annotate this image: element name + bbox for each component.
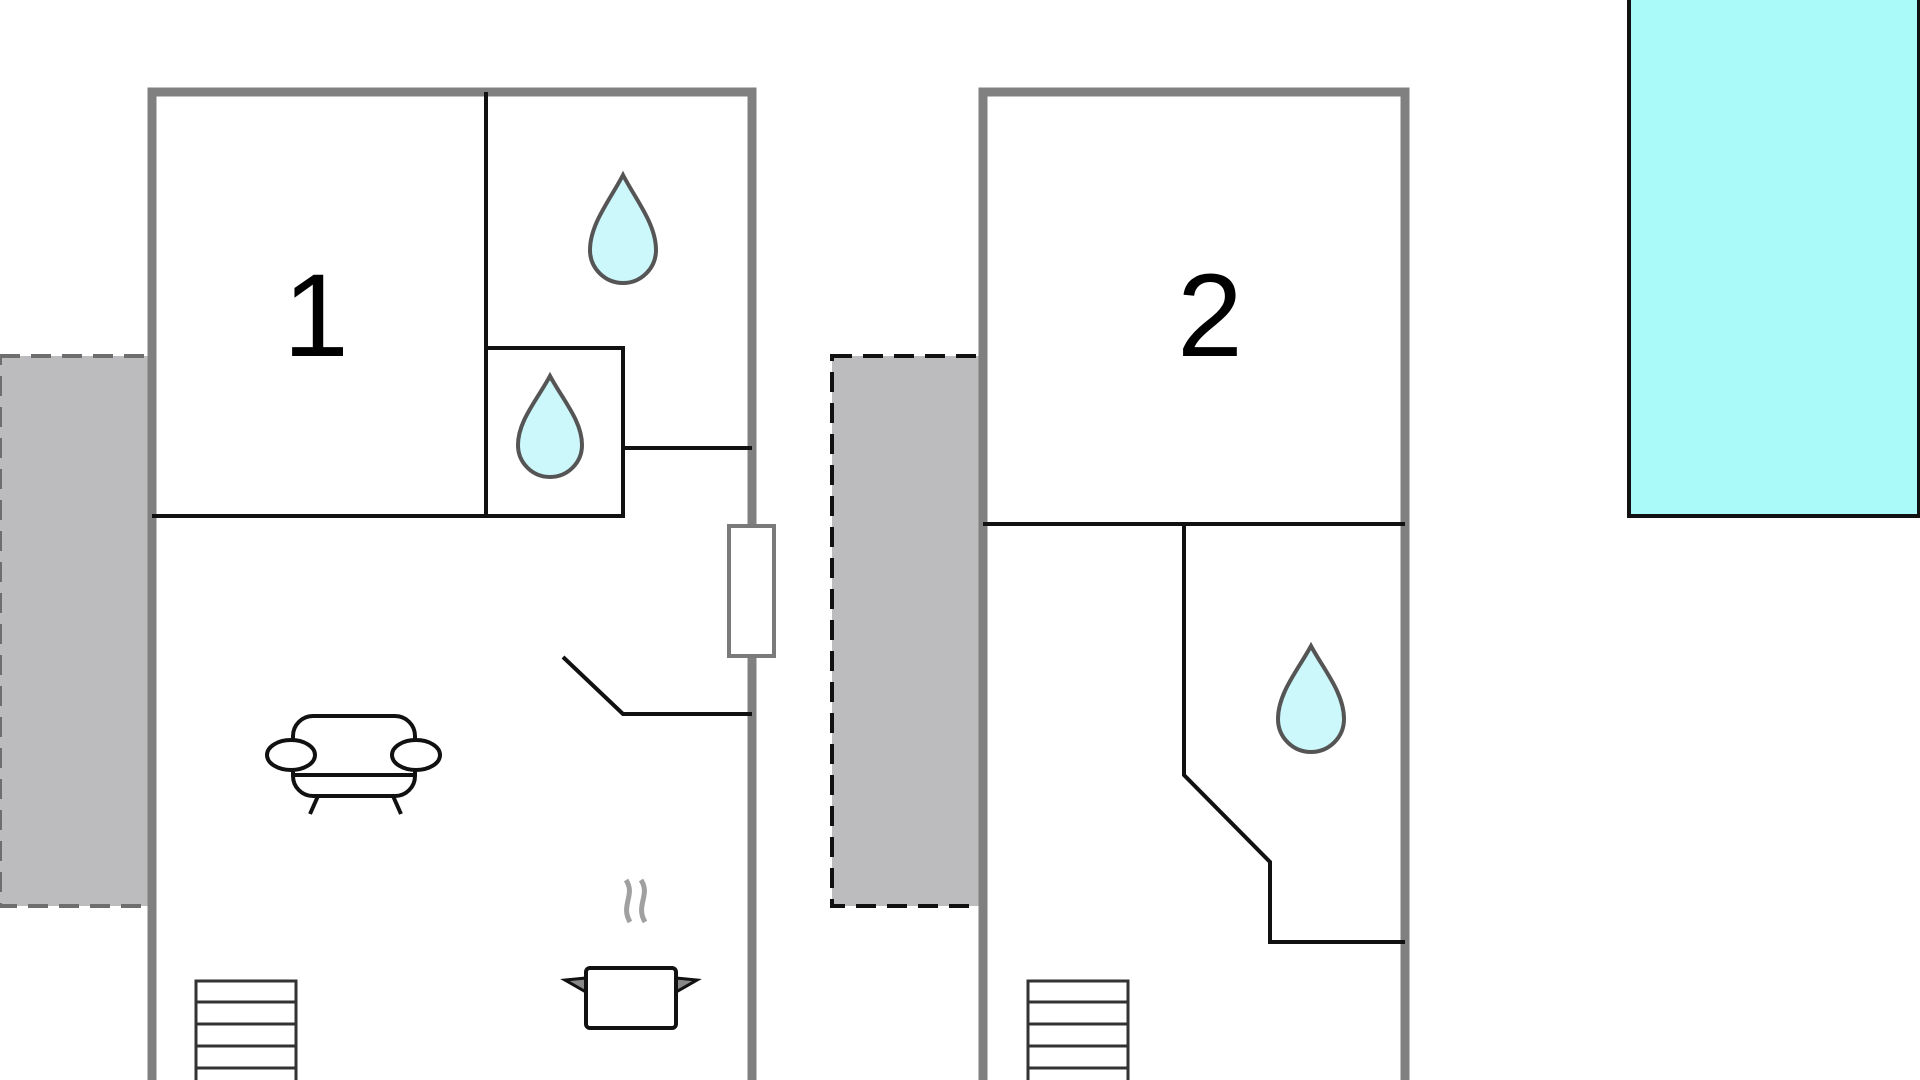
water-drop-icon <box>587 170 659 285</box>
inner-walls-floor-1 <box>152 92 752 716</box>
outer-wall-floor-1 <box>147 87 757 1080</box>
outer-wall-floor-2 <box>978 87 1410 1080</box>
inner-walls-floor-2 <box>983 522 1405 944</box>
terrace-floor-2 <box>830 354 984 908</box>
staircase-icon <box>1026 979 1130 1080</box>
room-number-2: 2 <box>1177 250 1243 382</box>
water-drop-icon <box>1275 641 1347 754</box>
sofa-icon <box>265 714 442 815</box>
pool <box>1627 0 1920 518</box>
cooking-pot-icon <box>560 878 702 1030</box>
floor-2: 2 <box>830 87 1410 1080</box>
room-number-1: 1 <box>283 250 349 382</box>
floor-1: 1 <box>0 87 776 1080</box>
water-drop-icon <box>515 371 585 479</box>
staircase-icon <box>194 979 298 1080</box>
window-icon <box>727 524 776 658</box>
terrace-floor-1 <box>0 354 154 908</box>
